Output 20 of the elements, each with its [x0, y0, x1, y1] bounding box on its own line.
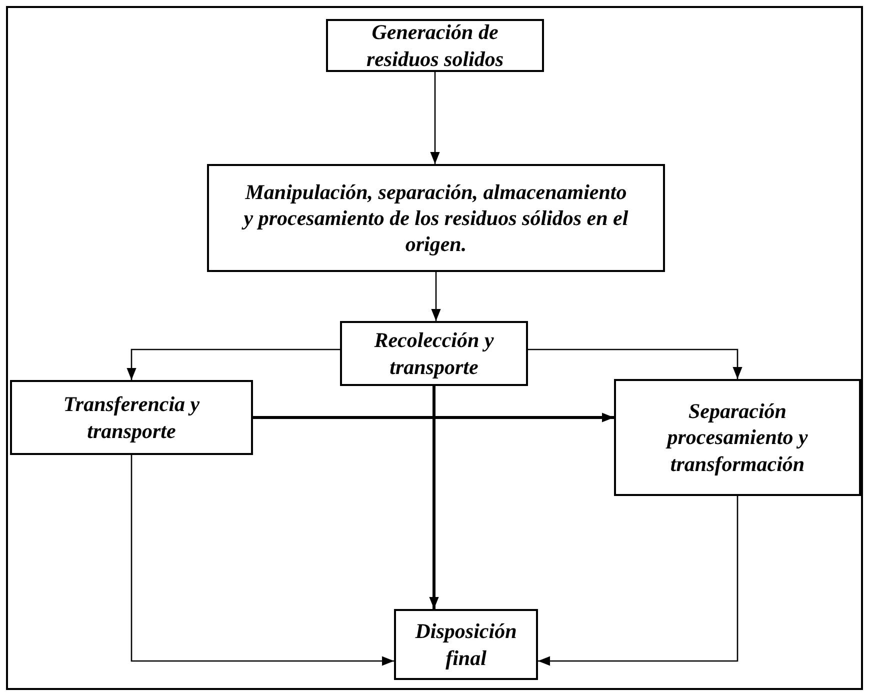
arrow — [430, 72, 440, 164]
process-box — [340, 321, 528, 386]
process-box — [326, 19, 544, 72]
process-box — [614, 379, 861, 496]
arrow — [429, 386, 439, 609]
box-label: Separación procesamiento y transformación — [664, 398, 809, 477]
arrow — [253, 412, 614, 422]
arrow — [126, 348, 340, 380]
process-box — [207, 164, 665, 272]
arrow — [528, 348, 742, 379]
arrow — [538, 496, 738, 666]
process-box — [394, 609, 538, 680]
box-label: Transferencia y transporte — [62, 391, 201, 444]
process-box — [10, 380, 253, 455]
box-label: Recolección y transporte — [373, 327, 495, 380]
arrow — [130, 455, 394, 666]
box-label: Generación de residuos solidos — [365, 19, 505, 72]
arrow — [431, 272, 441, 321]
box-label: Manipulación, separación, almacenamiento y procesamiento de los residuos sólidos en el origen. — [240, 178, 630, 258]
box-label: Disposición final — [414, 618, 518, 671]
